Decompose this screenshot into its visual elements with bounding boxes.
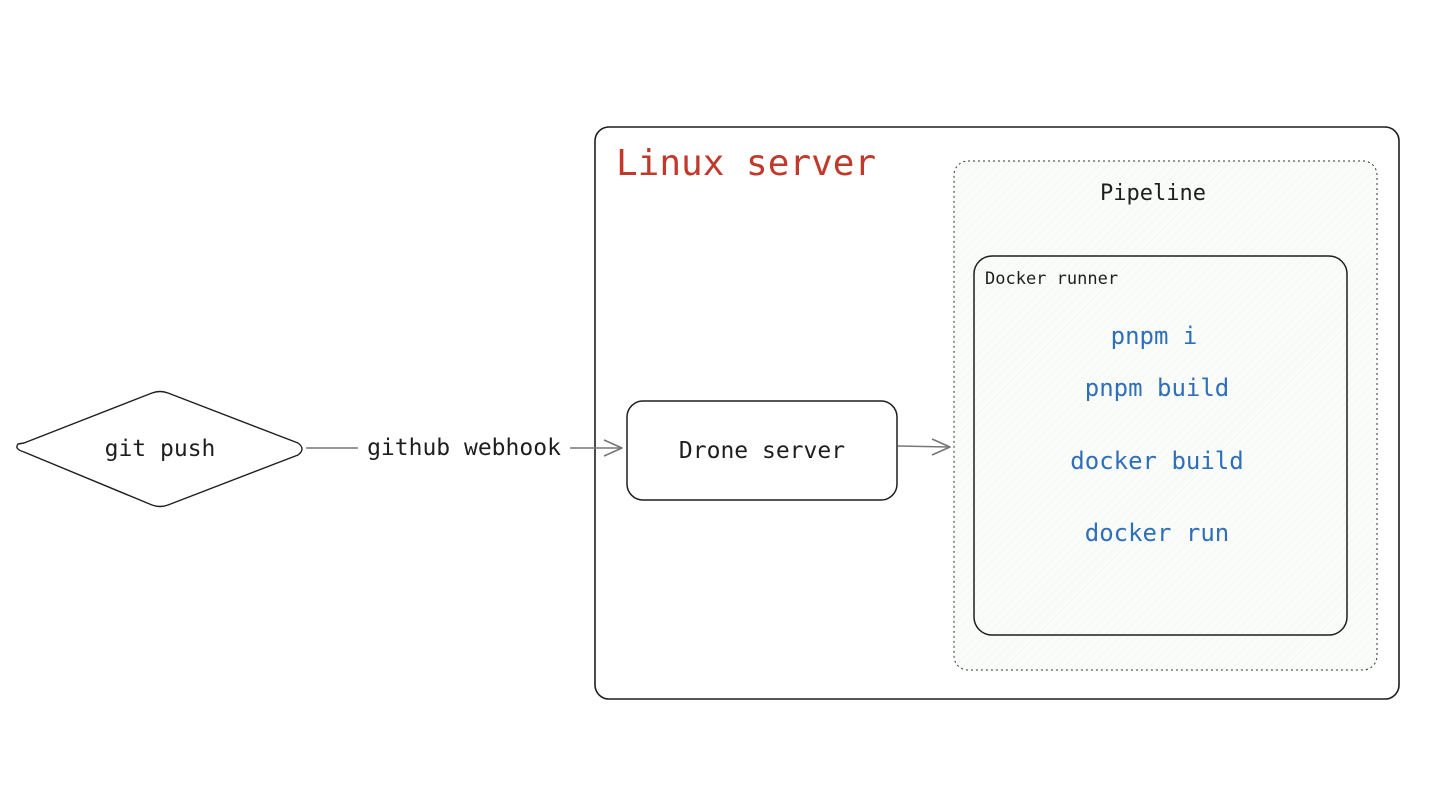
drone-server-label: Drone server	[679, 438, 845, 464]
webhook-arrow[interactable]	[306, 439, 623, 457]
linux-server-title: Linux server	[616, 143, 876, 184]
drone-to-pipeline-arrow[interactable]	[897, 438, 951, 456]
git-push-label: git push	[105, 436, 216, 462]
step-docker-build: docker build	[1070, 447, 1243, 475]
step-pnpm-install: pnpm i	[1111, 322, 1198, 350]
step-docker-run: docker run	[1085, 519, 1230, 547]
docker-runner-container[interactable]	[973, 255, 1348, 636]
docker-runner-title: Docker runner	[985, 269, 1118, 289]
pipeline-title: Pipeline	[1100, 181, 1206, 206]
drone-server-node[interactable]	[626, 400, 898, 501]
step-pnpm-build: pnpm build	[1085, 374, 1230, 402]
git-push-node[interactable]	[16, 390, 303, 508]
webhook-label: github webhook	[367, 435, 561, 461]
